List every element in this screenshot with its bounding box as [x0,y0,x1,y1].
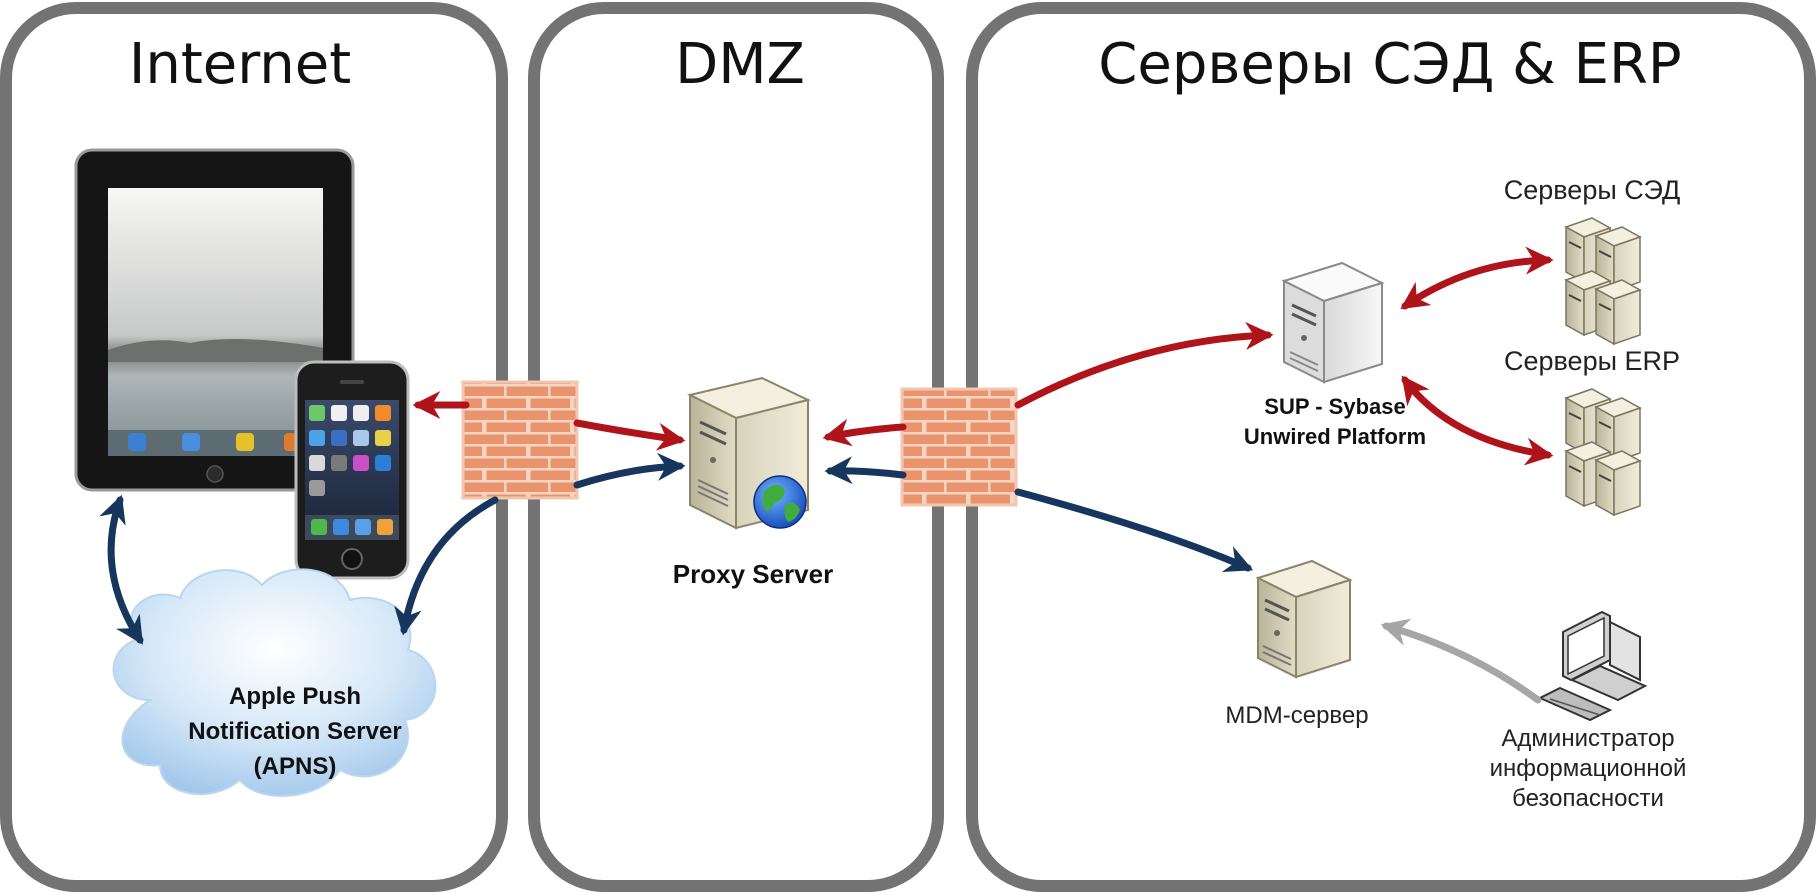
admin-label-line3: безопасности [1512,785,1664,812]
arrow-admin-to-mdm [1380,618,1542,704]
zone-title-servers: Серверы СЭД & ERP [1098,32,1681,97]
arrow-firewall-to-sup [1014,321,1274,409]
zone-title-internet: Internet [129,32,351,97]
admin-label-line2: информационной [1490,755,1687,782]
apns-cloud: Apple Push Notification Server (APNS) [112,568,437,797]
server-icon [1255,559,1353,679]
erp-servers: Серверы ERP [1504,346,1680,517]
mdm-label: MDM-сервер [1225,702,1368,729]
server-rack-icon [1564,388,1642,517]
red-connections [412,246,1554,466]
apns-label-line3: (APNS) [254,753,337,780]
sed-servers: Серверы СЭД [1504,175,1681,346]
blue-connections [99,452,1254,645]
sup-label-line2: Unwired Platform [1244,424,1426,449]
arrow-firewall-to-proxy-right [822,418,907,447]
erp-label: Серверы ERP [1504,346,1680,376]
cloud-icon [112,568,437,797]
server-icon [1281,261,1385,384]
sed-label: Серверы СЭД [1504,175,1681,205]
admin-label-line1: Администратор [1501,725,1674,752]
arrow-tablet-apns [99,494,144,645]
zone-title-dmz: DMZ [675,32,805,97]
arrow-firewall-to-mdm [1014,488,1254,572]
globe-icon [753,475,807,529]
firewall-left [461,380,579,500]
arrow-firewall-to-proxy-blue [573,452,686,489]
firewall-icon [900,387,1018,507]
arrow-firewall-to-proxy [573,419,686,451]
arrow-firewall-to-apns [394,496,499,636]
arrow-sup-sed [1400,246,1554,310]
firewall-right [900,387,1018,507]
proxy-label: Proxy Server [673,559,833,589]
mdm-server: MDM-сервер [1225,559,1369,729]
arrow-firewall-to-proxy-blue-right [824,456,907,485]
tablet-icon [74,148,355,492]
proxy-server: Proxy Server [673,376,833,589]
apns-label-line2: Notification Server [188,718,401,745]
firewall-icon [461,380,579,500]
sup-label-line1: SUP - Sybase [1264,394,1405,419]
gray-connections [1380,618,1542,704]
arrow-sup-erp [1401,375,1554,466]
admin-workstation: Администратор информационной безопасност… [1490,610,1687,812]
apns-label-line1: Apple Push [229,683,361,710]
workstation-icon [1537,610,1648,722]
sup-server: SUP - Sybase Unwired Platform [1244,261,1426,449]
smartphone-icon [294,360,410,580]
server-rack-icon [1564,217,1642,346]
